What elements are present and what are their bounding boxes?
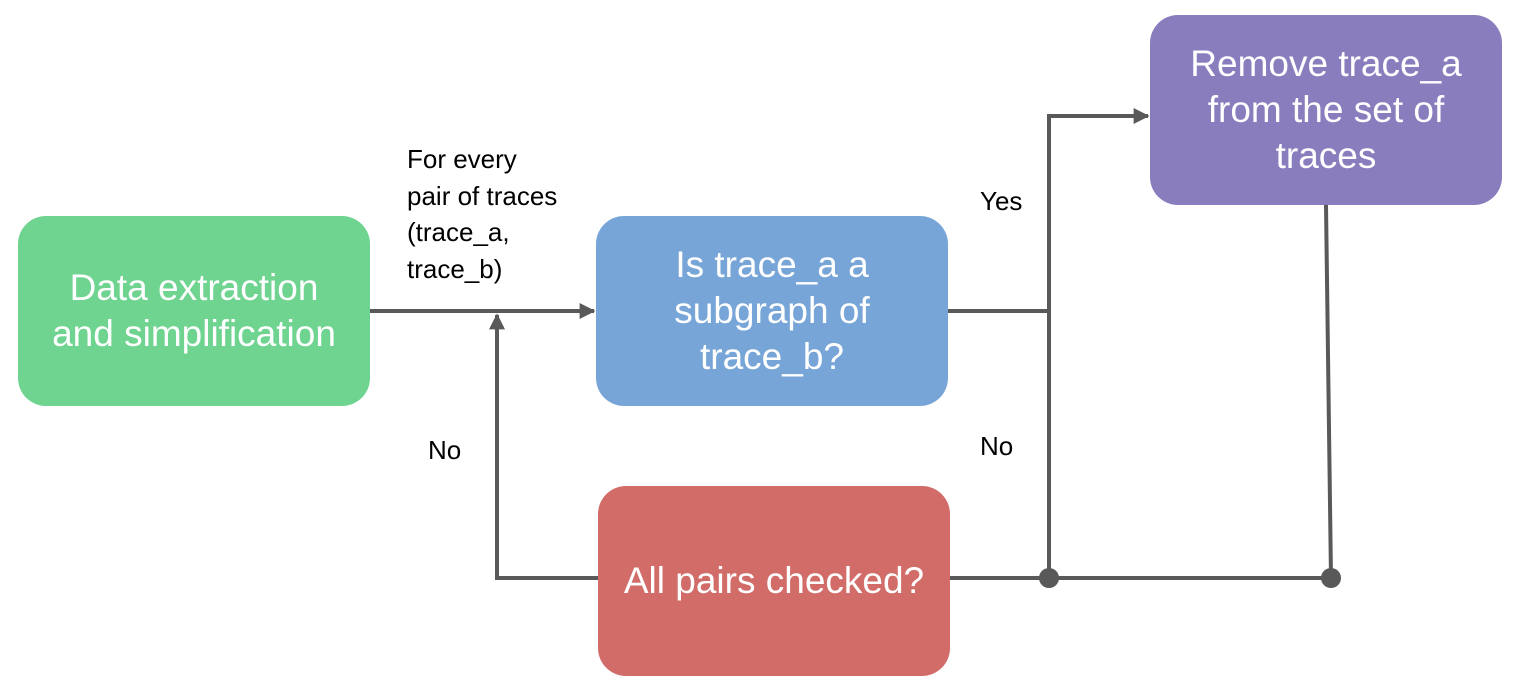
for-every-pair-label: For every pair of traces (trace_a, trace… [407,144,558,284]
subgraph-decision-node: Is trace_a a subgraph of trace_b? [596,216,948,406]
remove-trace-node-text: Remove trace_a from the set of traces [1190,43,1462,176]
subgraph-decision-node-text: Is trace_a a subgraph of trace_b? [674,244,870,377]
remove-trace-node: Remove trace_a from the set of traces [1150,15,1502,205]
all-pairs-checked-node-text: All pairs checked? [623,560,925,601]
all-pairs-checked-node: All pairs checked? [598,486,950,676]
no-loop-label: No [428,435,462,465]
yes-branch-label: Yes [980,186,1023,216]
data-extraction-node: Data extraction and simplification [18,216,370,406]
no-branch-label: No [980,431,1014,461]
junction-dot-right [1321,568,1341,588]
arrow-yes-to-remove [1047,108,1150,311]
data-extraction-node-text: Data extraction and simplification [52,267,336,354]
arrow-no-loop-back [489,313,598,580]
junction-dot-left [1039,568,1059,588]
connector-remove-down [1324,204,1333,579]
